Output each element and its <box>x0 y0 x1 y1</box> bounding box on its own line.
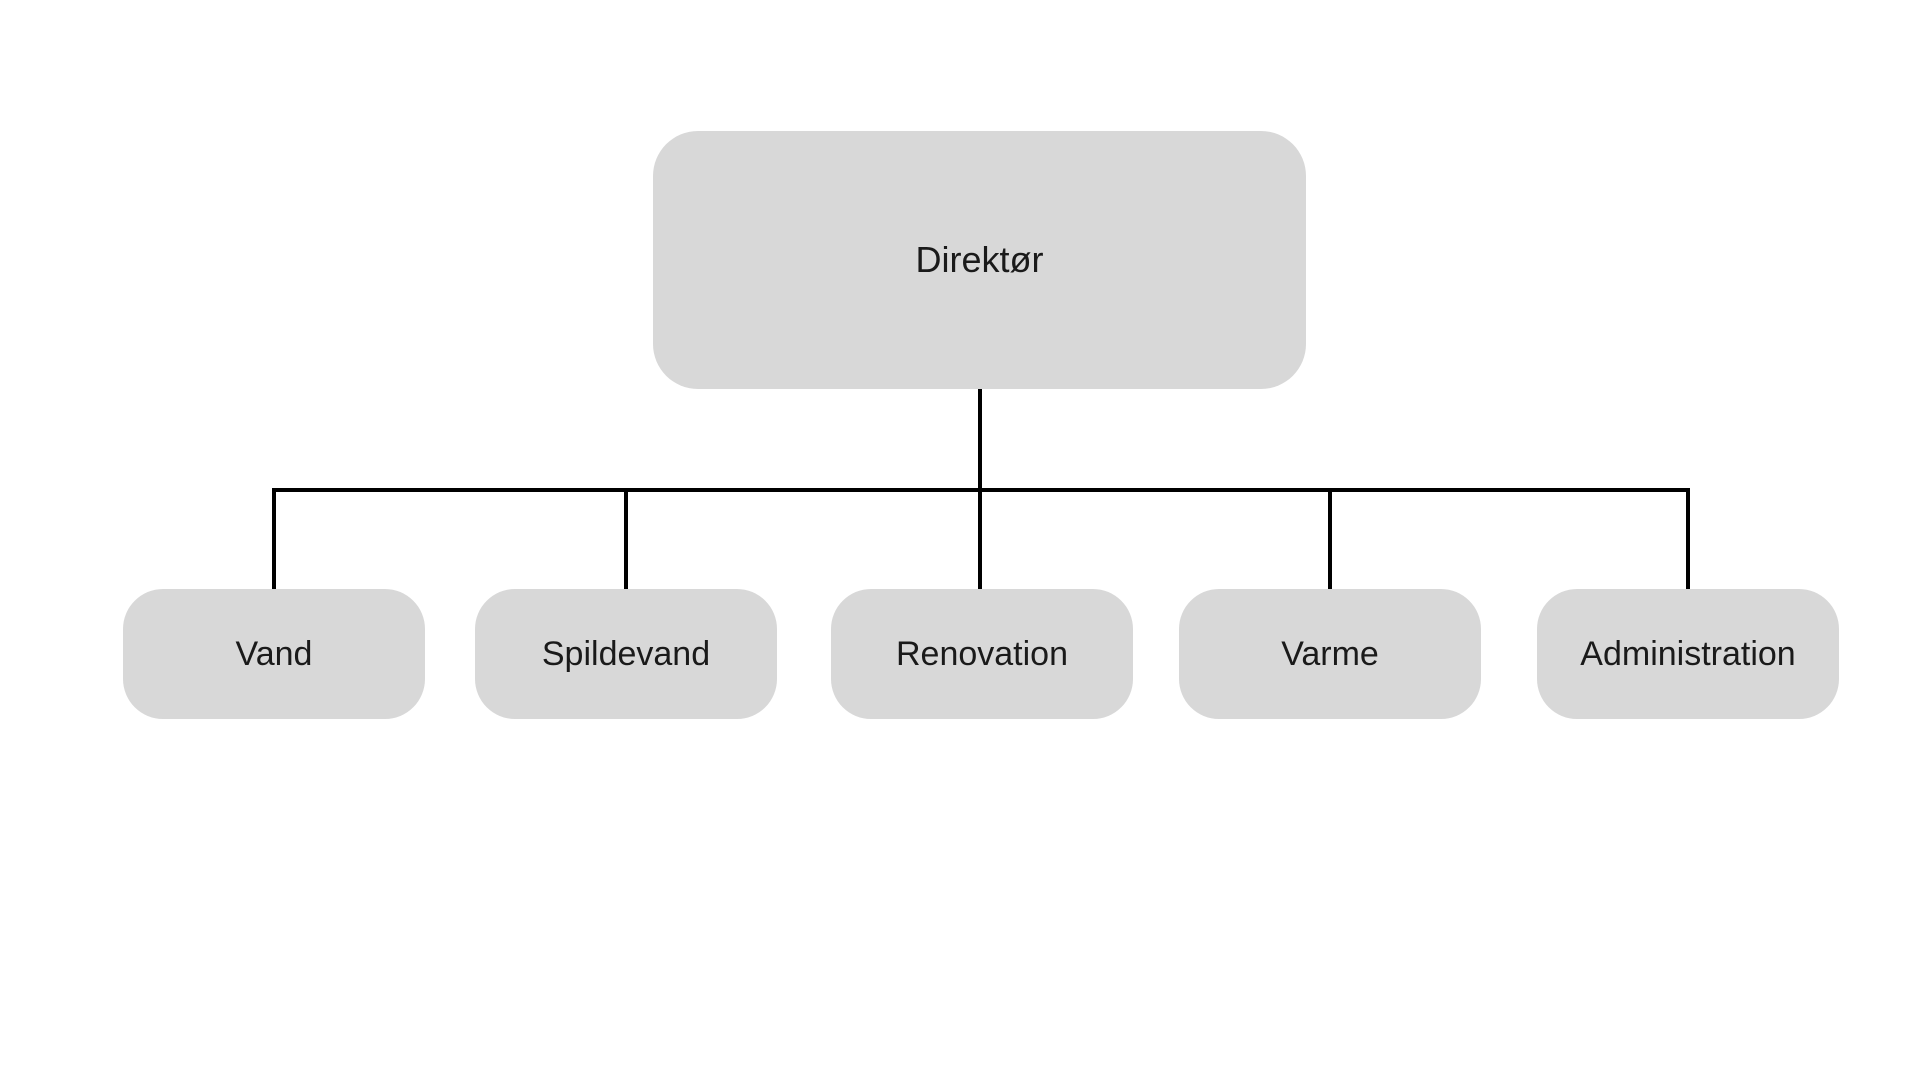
org-node-varme[interactable]: Varme <box>1179 589 1481 719</box>
org-node-administration[interactable]: Administration <box>1537 589 1839 719</box>
org-node-spildevand[interactable]: Spildevand <box>475 589 777 719</box>
org-node-vand[interactable]: Vand <box>123 589 425 719</box>
org-node-administration-label: Administration <box>1580 634 1796 673</box>
org-node-direktor[interactable]: Direktør <box>653 131 1306 389</box>
connector-stub-vand <box>272 488 276 591</box>
org-node-renovation-label: Renovation <box>895 634 1068 673</box>
connector-stub-administration <box>1686 488 1690 591</box>
org-node-vand-label: Vand <box>235 634 313 673</box>
org-node-renovation[interactable]: Renovation <box>831 589 1133 719</box>
connector-stub-spildevand <box>624 488 628 591</box>
connector-horizontal-rail <box>272 488 1690 492</box>
connector-stub-varme <box>1328 488 1332 591</box>
org-node-spildevand-label: Spildevand <box>541 634 711 673</box>
org-node-varme-label: Varme <box>1281 634 1379 673</box>
org-node-direktor-label: Direktør <box>915 239 1044 280</box>
